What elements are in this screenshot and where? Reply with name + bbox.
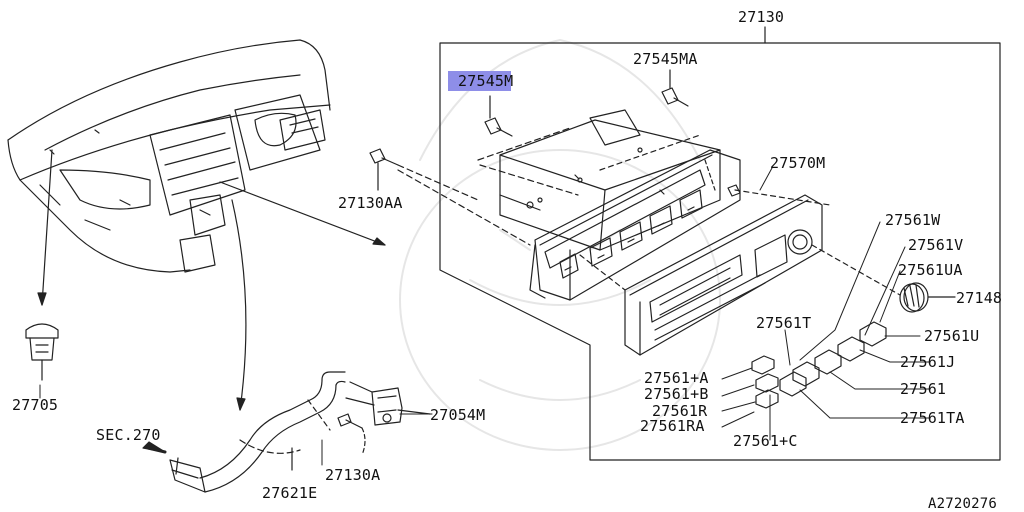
push-buttons xyxy=(751,321,887,409)
part-label-27561J[interactable]: 27561J xyxy=(900,353,956,371)
arrow-to-assembly xyxy=(219,181,386,246)
aspirator-27054M xyxy=(345,381,431,426)
aspirator-hose xyxy=(169,371,346,493)
part-label-27054M[interactable]: 27054M xyxy=(430,406,486,424)
part-label-27130AA[interactable]: 27130AA xyxy=(338,194,403,212)
leader-lines xyxy=(39,167,931,466)
part-label-27545MA[interactable]: 27545MA xyxy=(633,50,698,68)
screw-27545M xyxy=(484,95,513,137)
assembly-border xyxy=(439,42,1001,461)
part-label-27561V[interactable]: 27561V xyxy=(908,236,964,254)
part-label-27148[interactable]: 27148 xyxy=(956,289,1003,307)
section-reference[interactable]: SEC.270 xyxy=(96,426,161,444)
assembly-label[interactable]: 27130 xyxy=(738,8,785,26)
drawing-id: A2720276 xyxy=(928,496,998,512)
control-unit-body xyxy=(477,109,721,251)
part-label-27561+B[interactable]: 27561+B xyxy=(644,385,709,403)
part-label-27570M[interactable]: 27570M xyxy=(770,154,826,172)
part-label-27561UA[interactable]: 27561UA xyxy=(898,261,963,279)
part-label-27705[interactable]: 27705 xyxy=(12,396,59,414)
part-label-27561R[interactable]: 27561R xyxy=(652,402,708,420)
arrow-to-27705 xyxy=(41,149,53,306)
screw-27130A xyxy=(337,413,366,456)
screw-27545MA xyxy=(661,69,689,107)
part-label-27561+C[interactable]: 27561+C xyxy=(733,432,798,450)
screw-27130AA xyxy=(369,148,531,246)
part-highlight xyxy=(448,71,511,91)
part-label-27561[interactable]: 27561 xyxy=(900,380,947,398)
part-label-27130A[interactable]: 27130A xyxy=(325,466,381,484)
part-label-27545M[interactable]: 27545M xyxy=(458,72,514,90)
knob-27148 xyxy=(811,244,956,313)
part-label-27561U[interactable]: 27561U xyxy=(924,327,980,345)
part-label-27621E[interactable]: 27621E xyxy=(262,484,318,502)
control-panel xyxy=(529,149,741,301)
clip-27705 xyxy=(25,323,59,381)
part-label-27561TA[interactable]: 27561TA xyxy=(900,409,965,427)
part-label-27561W[interactable]: 27561W xyxy=(885,211,941,229)
part-label-27561T[interactable]: 27561T xyxy=(756,314,812,332)
arrow-to-hose xyxy=(231,199,247,411)
part-label-27561+A[interactable]: 27561+A xyxy=(644,369,709,387)
part-label-27561RA[interactable]: 27561RA xyxy=(640,417,705,435)
dashboard-illustration xyxy=(7,39,331,273)
